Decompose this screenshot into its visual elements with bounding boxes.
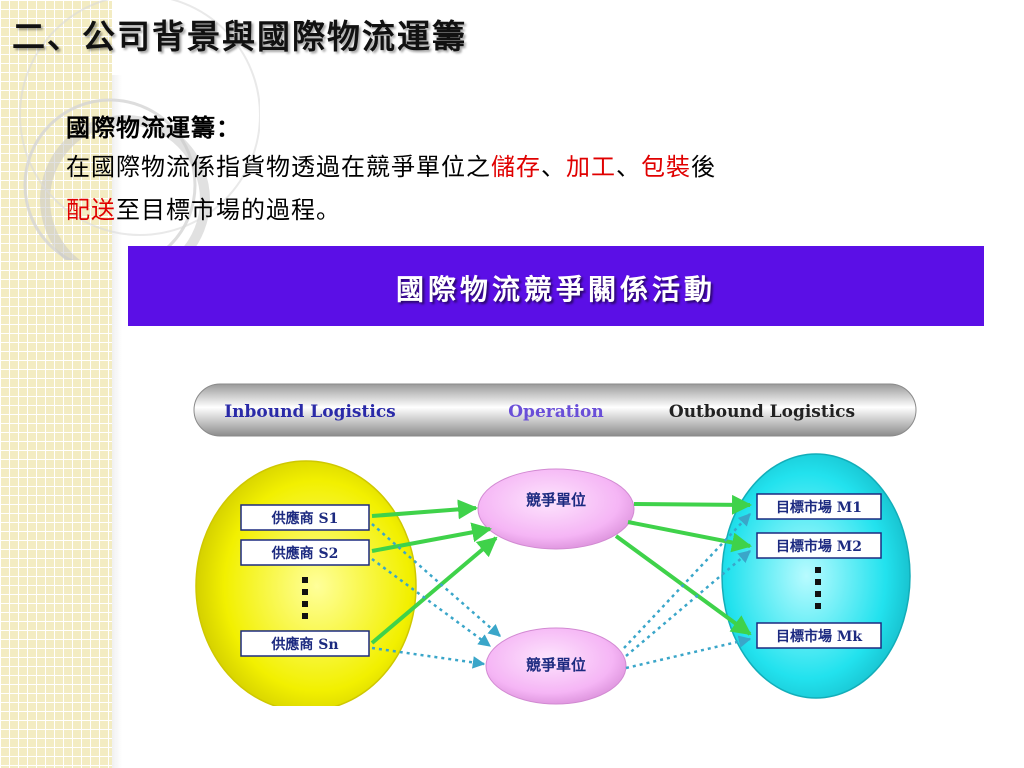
market-ellipse <box>721 453 911 699</box>
dotted-flow-arrow <box>371 523 501 637</box>
dotted-flow-arrow <box>371 646 486 669</box>
dotted-flow-arrow <box>625 635 752 670</box>
market-box: 目標市場 M2 <box>756 532 882 559</box>
inbound-logistics-label: Inbound Logistics <box>224 402 396 422</box>
sidebar-shadow <box>112 0 122 768</box>
section-heading: 國際物流運籌： <box>66 113 241 142</box>
flow-arrow <box>370 536 498 645</box>
market-ellipsis-dots <box>815 567 821 609</box>
outbound-logistics-label: Outbound Logistics <box>669 402 855 422</box>
supplier-label-s1: 供應商 S1 <box>271 510 339 527</box>
body-text-part3: 至目標市場的過程。 <box>116 196 341 224</box>
body-separator-1: 、 <box>541 153 566 181</box>
highlight-delivery: 配送 <box>66 196 116 224</box>
competitor-group-top: 競爭單位 <box>477 468 635 550</box>
supplier-label-sn: 供應商 Sn <box>270 636 338 653</box>
dotted-flow-arrow <box>623 513 751 649</box>
highlight-storage: 儲存 <box>491 153 541 181</box>
logistics-stage-bar: Inbound Logistics Operation Outbound Log… <box>193 383 917 437</box>
solid-flow-arrows <box>370 494 752 645</box>
supplier-box: 供應商 Sn <box>240 630 370 657</box>
diagram-banner: 國際物流競爭關係活動 <box>128 246 984 326</box>
flow-arrow <box>633 494 752 515</box>
body-paragraph: 在國際物流係指貨物透過在競爭單位之儲存、加工、包裝後配送至目標市場的過程。 <box>66 146 966 232</box>
supplier-ellipse <box>195 460 417 706</box>
competitor-label-top: 競爭單位 <box>526 491 586 509</box>
dotted-flow-arrows <box>371 513 752 670</box>
market-box: 目標市場 Mk <box>756 622 882 649</box>
title-band <box>112 0 1024 75</box>
market-label-m1: 目標市場 M1 <box>776 499 862 516</box>
slide-title: 二、公司背景與國際物流運籌 <box>12 17 467 56</box>
competitor-ellipse <box>485 627 627 705</box>
highlight-packaging: 包裝 <box>641 153 691 181</box>
dotted-flow-arrow <box>625 550 751 657</box>
market-group: 目標市場 M1 目標市場 M2 目標市場 Mk <box>721 453 911 699</box>
flow-arrow <box>371 499 478 520</box>
body-text-part2: 後 <box>691 153 716 181</box>
operation-label: Operation <box>508 402 604 422</box>
flow-arrow <box>371 522 492 553</box>
body-separator-2: 、 <box>616 153 641 181</box>
supplier-label-s2: 供應商 S2 <box>271 545 339 562</box>
diagram-canvas: Inbound Logistics Operation Outbound Log… <box>193 383 917 706</box>
market-box: 目標市場 M1 <box>756 493 882 520</box>
supplier-box: 供應商 S1 <box>240 504 370 531</box>
diagram-banner-title: 國際物流競爭關係活動 <box>395 273 716 306</box>
supplier-ellipsis-dots <box>302 577 308 619</box>
supplier-box: 供應商 S2 <box>240 539 370 566</box>
flow-arrow <box>627 520 752 553</box>
supplier-group: 供應商 S1 供應商 S2 供應商 Sn <box>195 460 417 706</box>
body-text-part1: 在國際物流係指貨物透過在競爭單位之 <box>66 153 491 181</box>
market-label-m2: 目標市場 M2 <box>776 538 862 555</box>
logistics-diagram: 國際物流競爭關係活動 <box>128 246 985 706</box>
competitor-ellipse <box>477 468 635 550</box>
competitor-group-bottom: 競爭單位 <box>485 627 627 705</box>
competitor-label-bottom: 競爭單位 <box>526 656 586 674</box>
market-label-mk: 目標市場 Mk <box>776 628 862 645</box>
highlight-processing: 加工 <box>566 153 616 181</box>
